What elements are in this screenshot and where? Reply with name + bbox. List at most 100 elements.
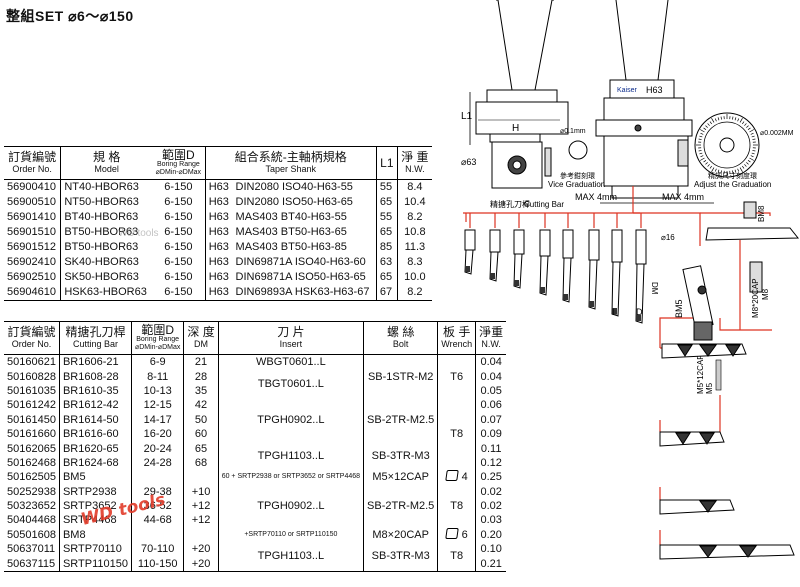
cell-range: 110-150 xyxy=(130,556,184,572)
cell-shank: DIN69871A ISO40-H63-60 xyxy=(235,256,366,268)
cell-order: 56901510 xyxy=(7,226,56,238)
cell-order: 50160828 xyxy=(7,370,56,383)
cell-wrench: T8 xyxy=(437,398,476,471)
cell-order: 50161242 xyxy=(7,399,56,412)
cell-insert: TBGT0601..L xyxy=(217,369,364,399)
bm8-holder xyxy=(705,201,800,293)
bm5-holder xyxy=(682,265,714,341)
cell-sys: H63 xyxy=(204,240,233,255)
wrench-label: T6 xyxy=(450,370,464,383)
insert-tip xyxy=(514,280,519,286)
cell-range: 16-20 xyxy=(130,426,184,442)
cell-bar: BM5 xyxy=(58,470,132,485)
cell-nw: 0.10 xyxy=(475,542,507,557)
cell-insert: TPGH1103..L xyxy=(217,542,364,572)
cell-order: 50637011 xyxy=(7,543,56,556)
cell-range: 14-17 xyxy=(130,412,184,427)
cell-bolt: SB-2TR-M2.5 xyxy=(363,484,438,528)
cell-order: 56901512 xyxy=(7,241,56,253)
cell-order: 56900410 xyxy=(7,181,56,193)
cell-nw: 0.11 xyxy=(475,441,507,456)
cell-insert: WBGT0601..L xyxy=(217,354,364,370)
cell-dm: 42 xyxy=(183,398,219,413)
adjust-zh: 精調尺寸刻度環 xyxy=(708,171,757,180)
page-title: 整組SET ⌀6～⌀150 xyxy=(6,8,134,24)
cell-order: 56902510 xyxy=(7,271,56,283)
cell-shank: DIN2080 ISO40-H63-55 xyxy=(235,181,353,193)
cell-dm: 60 xyxy=(183,426,219,442)
dm-label: DM xyxy=(650,282,659,295)
cell-bar: BR1610-35 xyxy=(58,383,132,399)
insert-tip xyxy=(636,315,641,321)
cell-l1: 85 xyxy=(375,240,398,255)
wrench-label: 6 xyxy=(461,528,468,541)
cell-order: 50404468 xyxy=(7,514,56,527)
l1-label: L1 xyxy=(461,111,473,122)
cell-bolt: SB-3TR-M3 xyxy=(363,542,438,572)
cell-range: 6-150 xyxy=(164,241,193,253)
cell-dm: +10 xyxy=(183,484,219,499)
cell-range: 10-13 xyxy=(130,383,184,399)
cell-nw: 8.2 xyxy=(396,285,432,301)
l-label: L xyxy=(612,307,617,317)
cell-nw: 0.12 xyxy=(475,455,507,471)
cell-range: 6-150 xyxy=(164,181,193,193)
cutting-bar-shaft xyxy=(611,261,621,317)
cell-order: 56900510 xyxy=(7,196,56,208)
cell-order: 56904610 xyxy=(7,286,56,298)
connector-lines xyxy=(463,186,772,545)
cell-bolt: M8×20CAP xyxy=(363,527,438,543)
cell-range: 70-110 xyxy=(130,542,184,557)
cell-order: 50160621 xyxy=(7,356,56,369)
cell-nw: 11.3 xyxy=(396,240,432,255)
cell-l1: 65 xyxy=(375,270,398,285)
cell-sys: H63 xyxy=(204,255,233,270)
holder-right xyxy=(595,0,693,199)
cell-order: 50323652 xyxy=(7,500,56,513)
cell-model: BT40-HBOR63 xyxy=(60,210,153,225)
cutting-bar-zh: 精搪孔刀桿 xyxy=(490,199,530,209)
wrench-label: T8 xyxy=(450,550,464,563)
cell-model: BT50-HBOR63 xyxy=(60,240,153,255)
cell-range: 6-150 xyxy=(164,271,193,283)
phi0002-label: ⌀0.002MM xyxy=(760,130,794,137)
cell-model: NT50-HBOR63 xyxy=(60,195,153,210)
cell-nw: 10.4 xyxy=(396,195,432,210)
cell-dm: 28 xyxy=(183,369,219,384)
cell-dm: 68 xyxy=(183,455,219,471)
cell-shank: DIN69893A HSK63-H63-67 xyxy=(235,286,370,298)
phi63-label: ⌀63 xyxy=(461,157,476,167)
bm8-label: BM8 xyxy=(757,205,766,222)
cell-sys: H63 xyxy=(204,195,233,210)
cell-bar: BR1606-21 xyxy=(58,354,132,370)
cell-nw: 0.04 xyxy=(475,354,507,370)
cell-order: 56901410 xyxy=(7,211,56,223)
cell-order: 50501608 xyxy=(7,528,56,541)
max-left: MAX 4mm xyxy=(575,192,617,202)
cell-range: 6-150 xyxy=(164,226,193,238)
cutting-bar-shaft xyxy=(539,255,549,296)
cell-nw: 0.02 xyxy=(475,484,507,499)
cell-shank: DIN69871A ISO50-H63-65 xyxy=(235,271,366,283)
cell-range: 6-150 xyxy=(164,211,193,223)
cell-range: 6-150 xyxy=(164,286,193,298)
cell-bolt: SB-2TR-M2.5 xyxy=(363,398,438,442)
cell-wrench: T6 xyxy=(437,354,476,399)
cell-shank: MAS403 BT50-H63-85 xyxy=(235,241,347,253)
